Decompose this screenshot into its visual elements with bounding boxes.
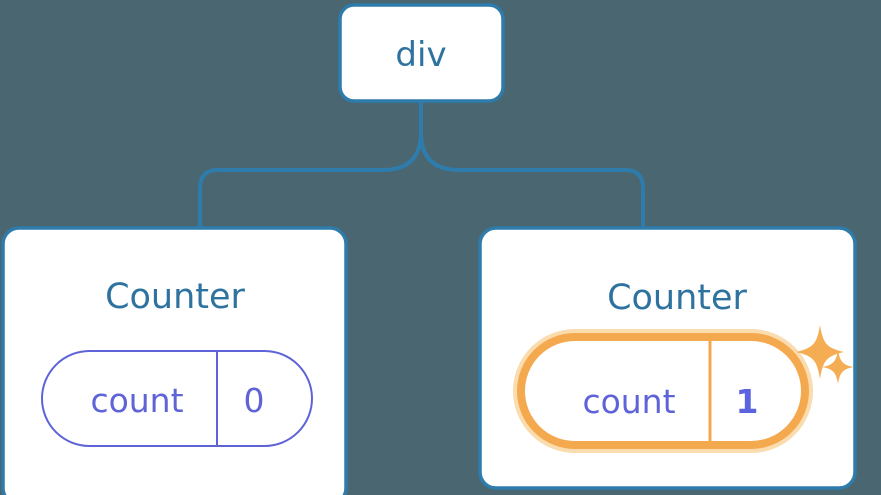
state-pill-key: count xyxy=(582,382,675,421)
counter-card-left[interactable]: Counter count 0 xyxy=(1,226,348,495)
sparkle-small-icon xyxy=(822,350,854,384)
counter-card-right[interactable]: Counter count 1 xyxy=(478,226,857,490)
counter-card-right-title: Counter xyxy=(607,278,747,318)
root-node-div[interactable]: div xyxy=(338,3,505,103)
sparkle-group xyxy=(796,325,854,384)
state-pill-count-0[interactable]: count 0 xyxy=(41,350,313,447)
tree-connector xyxy=(198,99,645,230)
state-pill-key: count xyxy=(90,381,183,420)
sparkle-large-icon xyxy=(796,325,844,379)
state-pill-value: 0 xyxy=(244,381,265,420)
state-pill-count-1[interactable]: count 1 xyxy=(513,329,813,453)
root-node-label: div xyxy=(395,35,446,75)
counter-card-left-title: Counter xyxy=(105,277,245,317)
state-pill-outline xyxy=(41,350,313,447)
root-node-box xyxy=(338,3,505,103)
state-pill-value: 1 xyxy=(736,382,759,421)
state-pill-outline-highlight xyxy=(517,333,809,449)
